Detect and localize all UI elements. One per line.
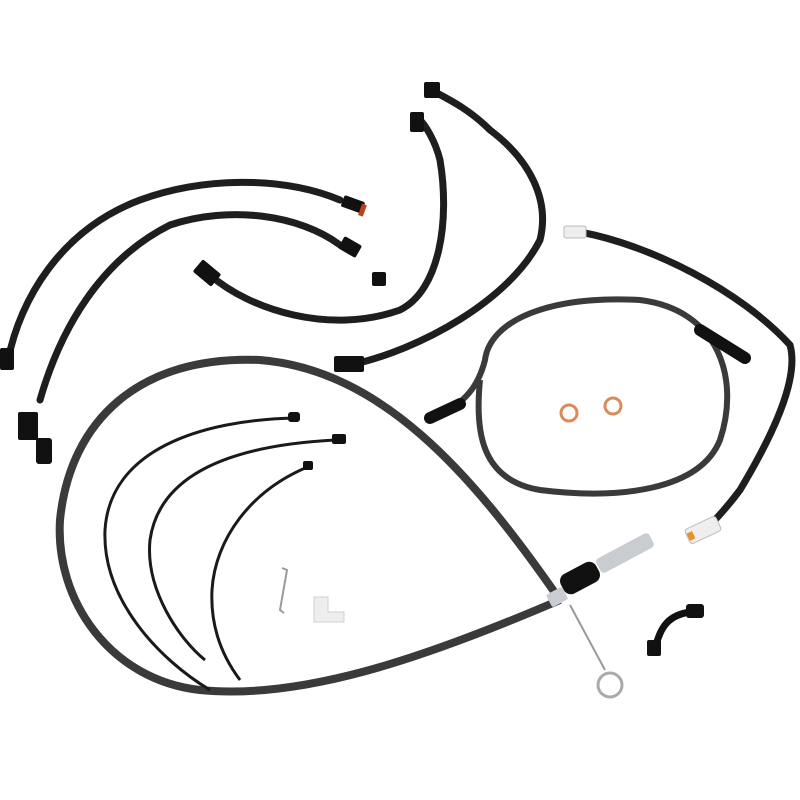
cable-tie-2	[148, 434, 346, 662]
wire-harness-3	[193, 112, 448, 324]
wire-harness-1	[0, 178, 367, 370]
brake-line	[424, 296, 751, 497]
banjo-fitting	[647, 604, 704, 656]
cable-tie-3	[210, 461, 313, 681]
crush-washer-2	[603, 396, 623, 416]
wire-harness-2	[18, 211, 386, 464]
wire-clip	[278, 567, 289, 614]
crush-washer-1	[559, 403, 579, 423]
wire-harness-5	[563, 225, 796, 544]
plastic-clip	[313, 596, 345, 623]
wire-harness-4	[334, 82, 547, 372]
clutch-cable	[55, 355, 654, 699]
cable-tie-1	[103, 412, 300, 692]
